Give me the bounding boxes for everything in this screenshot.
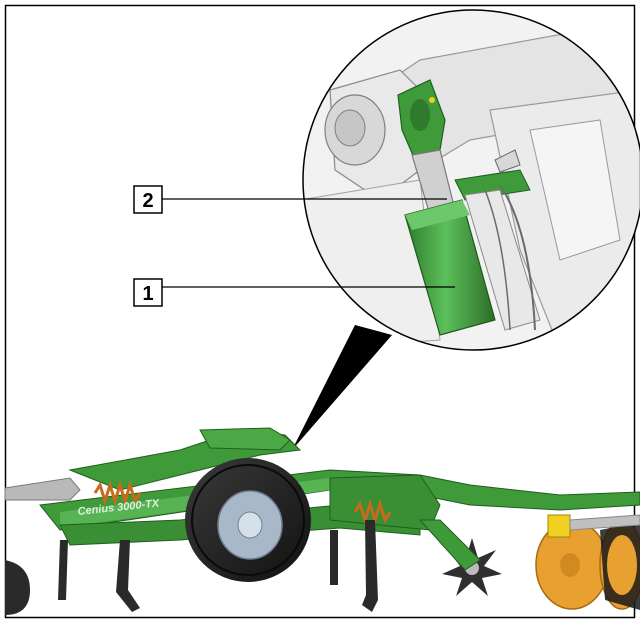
spring-right bbox=[353, 498, 392, 526]
yellow-discs bbox=[535, 520, 640, 610]
zoom-pointer bbox=[292, 325, 392, 450]
figure-border bbox=[4, 4, 636, 619]
callout-1-box bbox=[133, 278, 163, 307]
machine-illustration: Cenius 3000-TX bbox=[4, 427, 640, 615]
callout-2: 2 bbox=[133, 185, 447, 214]
callout-1: 1 bbox=[133, 278, 455, 307]
spring-left bbox=[93, 479, 142, 507]
zoom-detail bbox=[302, 9, 640, 351]
callout-2-label: 2 bbox=[142, 190, 153, 212]
callout-1-label: 1 bbox=[142, 283, 153, 305]
